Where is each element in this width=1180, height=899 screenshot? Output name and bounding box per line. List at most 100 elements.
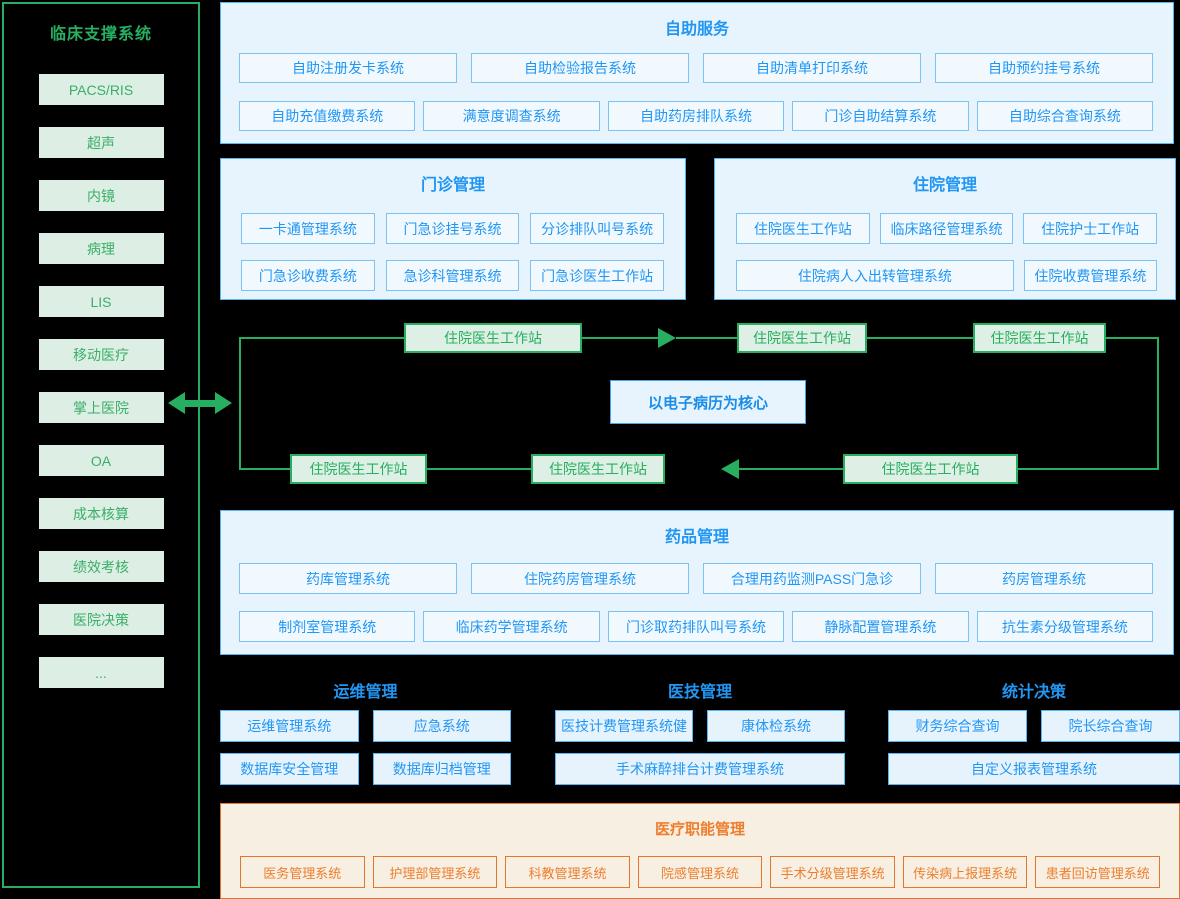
system-box: 护理部管理系统 (372, 856, 498, 888)
outpatient-title: 门诊管理 (420, 177, 485, 194)
system-box: 院感管理系统 (637, 856, 763, 888)
system-box: 分诊排队叫号系统 (530, 213, 665, 244)
clinical-support-system-box: LIS (38, 286, 164, 317)
flow-line-bottom-left (239, 468, 290, 470)
system-box: 数据库归档管理 (372, 753, 511, 785)
system-box: 抗生素分级管理系统 (976, 611, 1154, 642)
system-box: 财务综合查询 (888, 710, 1027, 742)
section-self-service: 自助服务 自助注册发卡系统自助检验报告系统自助清单打印系统自助预约挂号系统 自助… (220, 2, 1174, 144)
self-service-row1: 自助注册发卡系统自助检验报告系统自助清单打印系统自助预约挂号系统 (221, 53, 1173, 83)
clinical-support-system-box: 医院决策 (38, 604, 164, 635)
system-box: 门急诊医生工作站 (530, 260, 665, 291)
clinical-support-system-box: 成本核算 (38, 498, 164, 529)
medtech-row2: 手术麻醉排台计费管理系统 (555, 753, 845, 785)
system-box: 住院医生工作站 (736, 213, 870, 244)
link-arrow-left-icon (168, 392, 185, 414)
system-box: 数据库安全管理 (220, 753, 359, 785)
clinical-support-system-box: 病理 (38, 233, 164, 264)
link-arrow-right-icon (215, 392, 232, 414)
clinical-support-system-box: ... (38, 657, 164, 688)
flow-line-top-a (582, 337, 658, 339)
outpatient-row1: 一卡通管理系统门急诊挂号系统分诊排队叫号系统 (221, 213, 685, 244)
doctor-station-box: 住院医生工作站 (531, 454, 665, 484)
system-box: 住院护士工作站 (1023, 213, 1158, 244)
system-box: 门急诊收费系统 (241, 260, 375, 291)
section-inpatient: 住院管理 住院医生工作站临床路径管理系统住院护士工作站 住院病人入出转管理系统住… (714, 158, 1176, 300)
system-box: 自助综合查询系统 (976, 101, 1154, 131)
system-box: 门急诊挂号系统 (385, 213, 520, 244)
self-service-title: 自助服务 (664, 21, 729, 38)
section-medical-admin: 医疗职能管理 医务管理系统护理部管理系统科教管理系统院感管理系统手术分级管理系统… (220, 803, 1180, 899)
doctor-station-box: 住院医生工作站 (290, 454, 427, 484)
system-box: 静脉配置管理系统 (792, 611, 969, 642)
flow-arrow-right-icon (658, 328, 676, 348)
system-box: 患者回访管理系统 (1035, 856, 1161, 888)
doctor-station-box: 住院医生工作站 (404, 323, 582, 353)
flow-line-top-right (1105, 337, 1159, 339)
link-arrow-shaft (183, 400, 217, 407)
system-box: 急诊科管理系统 (385, 260, 520, 291)
flow-line-top-b (676, 337, 737, 339)
medtech-row1: 医技计费管理系统健康体检系统 (555, 710, 845, 742)
clinical-support-system-box: 绩效考核 (38, 551, 164, 582)
medical-admin-title: 医疗职能管理 (654, 821, 745, 838)
clinical-support-title: 临床支撑系统 (49, 26, 152, 43)
system-box: 制剂室管理系统 (239, 611, 416, 642)
doctor-station-box: 住院医生工作站 (843, 454, 1018, 484)
clinical-support-system-box: 超声 (38, 127, 164, 158)
system-box: 住院药房管理系统 (471, 563, 689, 594)
system-box: 医技计费管理系统健 (555, 710, 693, 742)
clinical-support-system-box: 移动医疗 (38, 339, 164, 370)
ops-row2: 数据库安全管理数据库归档管理 (220, 753, 511, 785)
system-box: 满意度调查系统 (423, 101, 600, 131)
system-box: 传染病上报理系统 (902, 856, 1028, 888)
system-box: 住院收费管理系统 (1023, 260, 1157, 291)
system-box: 康体检系统 (707, 710, 845, 742)
system-box: 科教管理系统 (505, 856, 630, 888)
system-box: 门诊自助结算系统 (792, 101, 969, 131)
clinical-support-system-box: 掌上医院 (38, 392, 164, 423)
system-box: 自助检验报告系统 (471, 53, 689, 83)
section-pharmacy: 药品管理 药库管理系统住院药房管理系统合理用药监测PASS门急诊药房管理系统 制… (220, 510, 1174, 655)
ops-row1: 运维管理系统应急系统 (220, 710, 511, 742)
ops-title: 运维管理 (333, 684, 398, 701)
system-box: 自助药房排队系统 (607, 101, 785, 131)
flow-line-bottom-b (427, 468, 531, 470)
system-box: 手术麻醉排台计费管理系统 (555, 753, 845, 785)
system-box: 运维管理系统 (220, 710, 359, 742)
section-outpatient: 门诊管理 一卡通管理系统门急诊挂号系统分诊排队叫号系统 门急诊收费系统急诊科管理… (220, 158, 686, 300)
inpatient-row2: 住院病人入出转管理系统住院收费管理系统 (715, 260, 1175, 291)
system-box: 自助充值缴费系统 (239, 101, 416, 131)
inpatient-title: 住院管理 (912, 177, 977, 194)
flow-line-bottom-a (739, 468, 843, 470)
doctor-station-box: 住院医生工作站 (973, 323, 1106, 353)
stats-row1: 财务综合查询院长综合查询 (888, 710, 1180, 742)
pharmacy-title: 药品管理 (664, 529, 729, 546)
system-box: 自助注册发卡系统 (239, 53, 457, 83)
flow-line-bottom-right (1018, 468, 1159, 470)
stats-title: 统计决策 (1001, 684, 1066, 701)
clinical-support-system-box: PACS/RIS (38, 74, 164, 105)
self-service-row2: 自助充值缴费系统满意度调查系统自助药房排队系统门诊自助结算系统自助综合查询系统 (221, 101, 1173, 131)
medtech-title: 医技管理 (667, 684, 732, 701)
system-box: 自助清单打印系统 (703, 53, 921, 83)
emr-core-box: 以电子病历为核心 (610, 380, 806, 424)
flow-line-top-c (867, 337, 973, 339)
outpatient-row2: 门急诊收费系统急诊科管理系统门急诊医生工作站 (221, 260, 685, 291)
system-box: 合理用药监测PASS门急诊 (703, 563, 921, 594)
pharmacy-row2: 制剂室管理系统临床药学管理系统门诊取药排队叫号系统静脉配置管理系统抗生素分级管理… (221, 611, 1173, 642)
flow-arrow-left-icon (721, 459, 739, 479)
stats-row2: 自定义报表管理系统 (888, 753, 1180, 785)
pharmacy-row1: 药库管理系统住院药房管理系统合理用药监测PASS门急诊药房管理系统 (221, 563, 1173, 594)
flow-line-left-vertical (239, 337, 241, 470)
system-box: 自定义报表管理系统 (888, 753, 1180, 785)
flow-line-top-left (239, 337, 404, 339)
system-box: 手术分级管理系统 (770, 856, 895, 888)
system-box: 应急系统 (372, 710, 511, 742)
system-box: 住院病人入出转管理系统 (736, 260, 1014, 291)
system-box: 药房管理系统 (935, 563, 1153, 594)
system-box: 临床药学管理系统 (423, 611, 600, 642)
